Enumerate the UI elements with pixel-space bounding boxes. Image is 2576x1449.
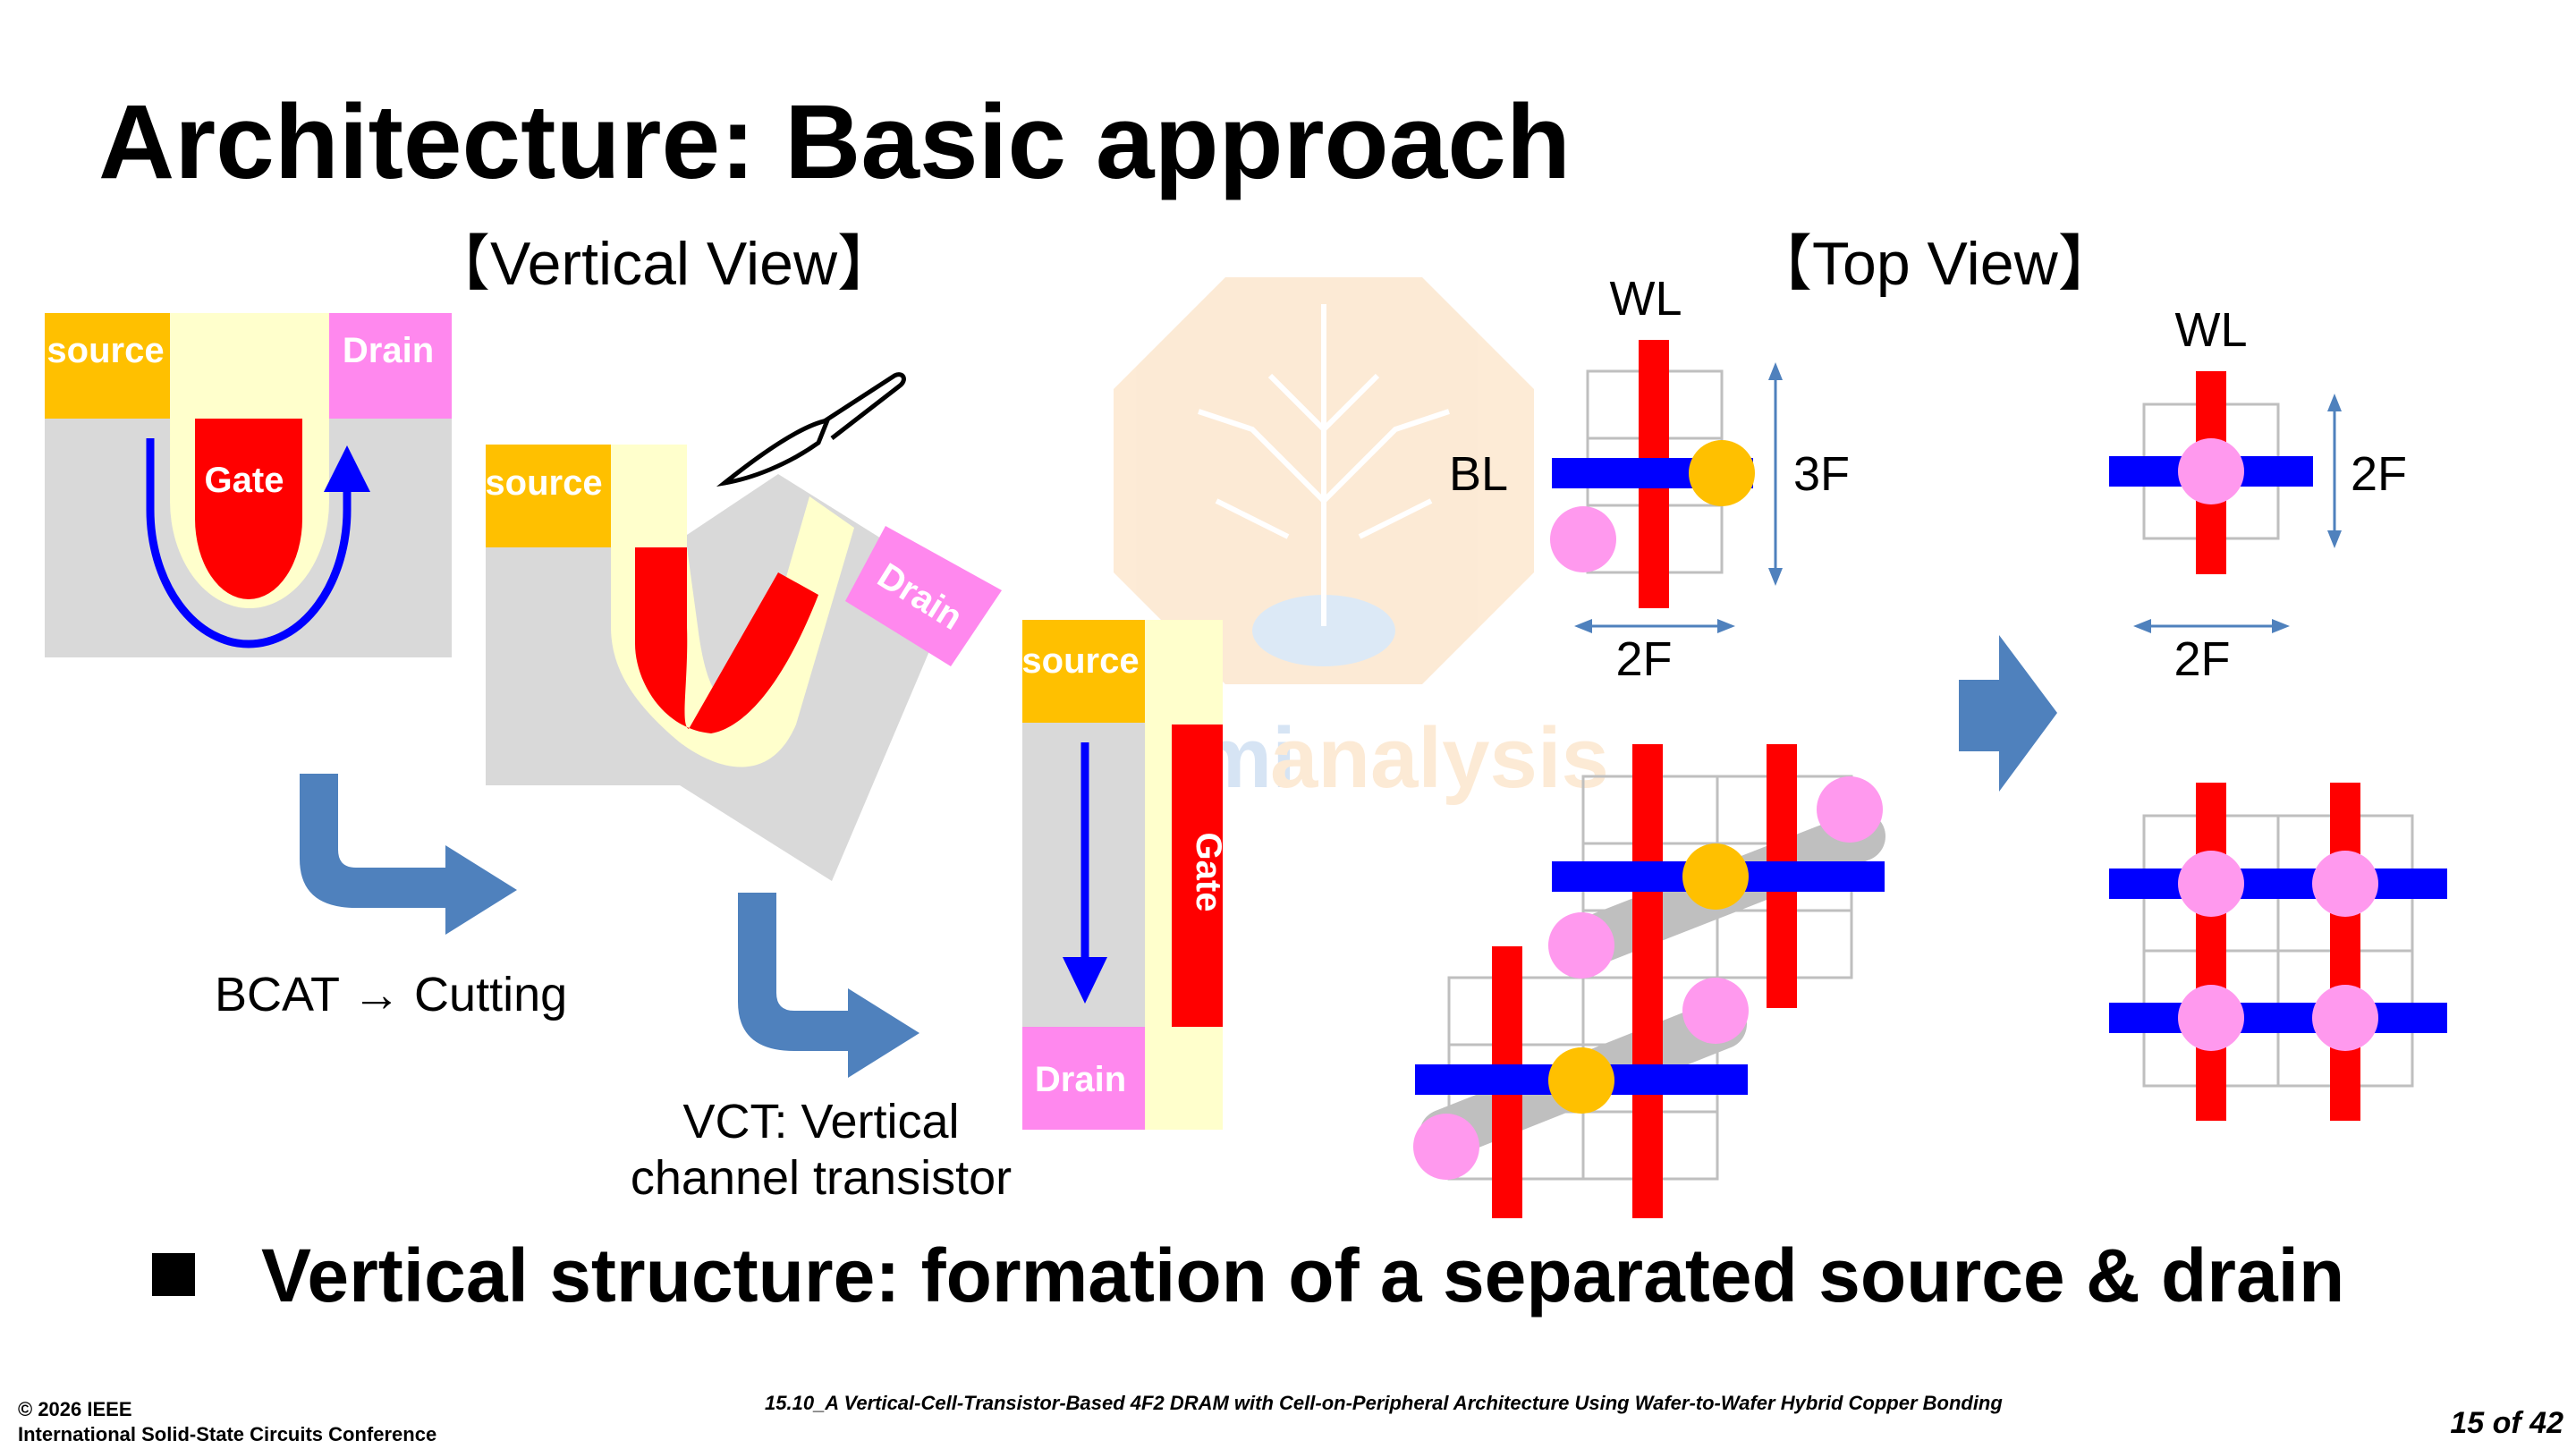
bcat-current-arrow <box>146 438 352 648</box>
top-6f2-bl-label: BL <box>1449 447 1508 501</box>
top-6f2-array <box>1413 744 1885 1218</box>
bcat-source <box>45 313 170 419</box>
process-arrow-bcat-to-cut <box>300 774 517 935</box>
top-6f2-width-dim-head-left <box>1574 619 1592 633</box>
top-4f2-height-label: 2F <box>2351 447 2407 501</box>
top-6f2-height-dim-head-bottom <box>1768 568 1783 586</box>
footer-left: © 2026 IEEE International Solid-State Ci… <box>18 1397 436 1446</box>
top-6f2-array-sn-4 <box>1413 1114 1479 1180</box>
top-6f2-wl-label: WL <box>1610 272 1682 326</box>
top-4f2-array <box>2109 783 2447 1121</box>
vct-gate <box>1172 724 1223 1027</box>
bullet-text: Vertical structure: formation of a separ… <box>261 1233 2345 1318</box>
top-6f2-height-label: 3F <box>1793 447 1850 501</box>
top-6f2-cell: WL BL 3F 2F <box>1449 272 1850 686</box>
top-6f2-bl-contact <box>1689 440 1755 506</box>
top-4f2-width-dim-head-left <box>2133 619 2151 633</box>
top-4f2-width-label: 2F <box>2174 632 2230 686</box>
top-4f2-array-sn-3 <box>2178 985 2244 1051</box>
top-4f2-height-dim-head-top <box>2327 394 2342 411</box>
footer-paper-title: 15.10_A Vertical-Cell-Transistor-Based 4… <box>765 1392 2003 1414</box>
bcat-drain <box>329 313 452 419</box>
top-4f2-array-sn-1 <box>2178 851 2244 917</box>
cut-source-label: source <box>485 463 602 503</box>
watermark: semi analysis <box>1100 277 1609 806</box>
top-4f2-array-sn-2 <box>2312 851 2378 917</box>
bcat-current-arrowhead <box>324 445 370 492</box>
top-4f2-array-grid <box>2142 814 2414 1088</box>
top-4f2-array-sn-4 <box>2312 985 2378 1051</box>
vct-source-label: source <box>1021 641 1139 681</box>
top-6f2-array-sn-1 <box>1817 776 1883 843</box>
process-arrow-cut-to-vct <box>738 893 919 1078</box>
top-6f2-height-dim-head-top <box>1768 362 1783 380</box>
cut-diagram: source Drain <box>485 372 1002 881</box>
top-4f2-storage-node <box>2178 438 2244 504</box>
top-4f2-array-bl-2 <box>2109 1003 2447 1033</box>
vct-gate-label: Gate <box>1189 833 1228 912</box>
vct-caption-line2: channel transistor <box>631 1151 1012 1205</box>
vct-diagram: source Drain Gate <box>1021 620 1228 1130</box>
top-4f2-array-bl-1 <box>2109 869 2447 899</box>
top-4f2-array-wl-1 <box>2196 783 2226 1121</box>
footer-conference: International Solid-State Circuits Confe… <box>18 1422 437 1445</box>
top-4f2-cell: WL 2F 2F <box>2109 303 2407 686</box>
top-6f2-array-bl-contact-1 <box>1682 843 1749 910</box>
cut-gate <box>635 547 818 733</box>
footer-copyright: © 2026 IEEE <box>18 1398 132 1420</box>
top-6f2-array-sn-2 <box>1548 912 1614 979</box>
top-6f2-array-wl-1 <box>1632 744 1663 1218</box>
bcat-gate-label: Gate <box>205 461 284 500</box>
top-6f2-array-bl-contact-2 <box>1548 1047 1614 1114</box>
slide-title: Architecture: Basic approach <box>98 83 1571 201</box>
vct-source <box>1022 620 1145 723</box>
cut-drain <box>845 526 1002 666</box>
knife-icon <box>716 372 906 487</box>
cut-source <box>486 445 611 547</box>
vertical-view-heading: 【Vertical View】 <box>429 230 898 298</box>
top-4f2-array-wl-2 <box>2330 783 2360 1121</box>
vct-drain <box>1022 1027 1145 1130</box>
top-view-heading: 【Top View】 <box>1751 230 2119 298</box>
vct-caption-line1: VCT: Vertical <box>682 1095 959 1148</box>
vct-drain-label: Drain <box>1035 1060 1126 1099</box>
watermark-octagon <box>1114 277 1534 684</box>
top-4f2-height-dim-head-bottom <box>2327 530 2342 548</box>
top-6f2-array-sn-3 <box>1682 978 1749 1044</box>
vct-current-arrowhead <box>1063 957 1107 1004</box>
watermark-text-analysis: analysis <box>1270 710 1609 806</box>
bcat-diagram: Gate source Drain <box>45 313 452 657</box>
top-4f2-wl-label: WL <box>2175 303 2248 357</box>
footer-page-number: 15 of 42 <box>2450 1406 2563 1440</box>
top-4f2-width-dim-head-right <box>2272 619 2290 633</box>
bullet-point: Vertical structure: formation of a separ… <box>152 1234 2344 1317</box>
watermark-bulb-base <box>1252 595 1395 666</box>
bcat-drain-label: Drain <box>343 331 434 370</box>
watermark-tree <box>1198 304 1450 626</box>
top-view-transition-arrow <box>1959 635 2057 792</box>
top-6f2-width-label: 2F <box>1615 632 1672 686</box>
bcat-gate <box>195 419 302 599</box>
top-6f2-storage-node <box>1550 506 1616 572</box>
bullet-square-icon <box>152 1252 195 1296</box>
bcat-source-label: source <box>47 331 164 370</box>
bcat-caption: BCAT → Cutting <box>215 968 567 1021</box>
top-6f2-width-dim-head-right <box>1717 619 1735 633</box>
